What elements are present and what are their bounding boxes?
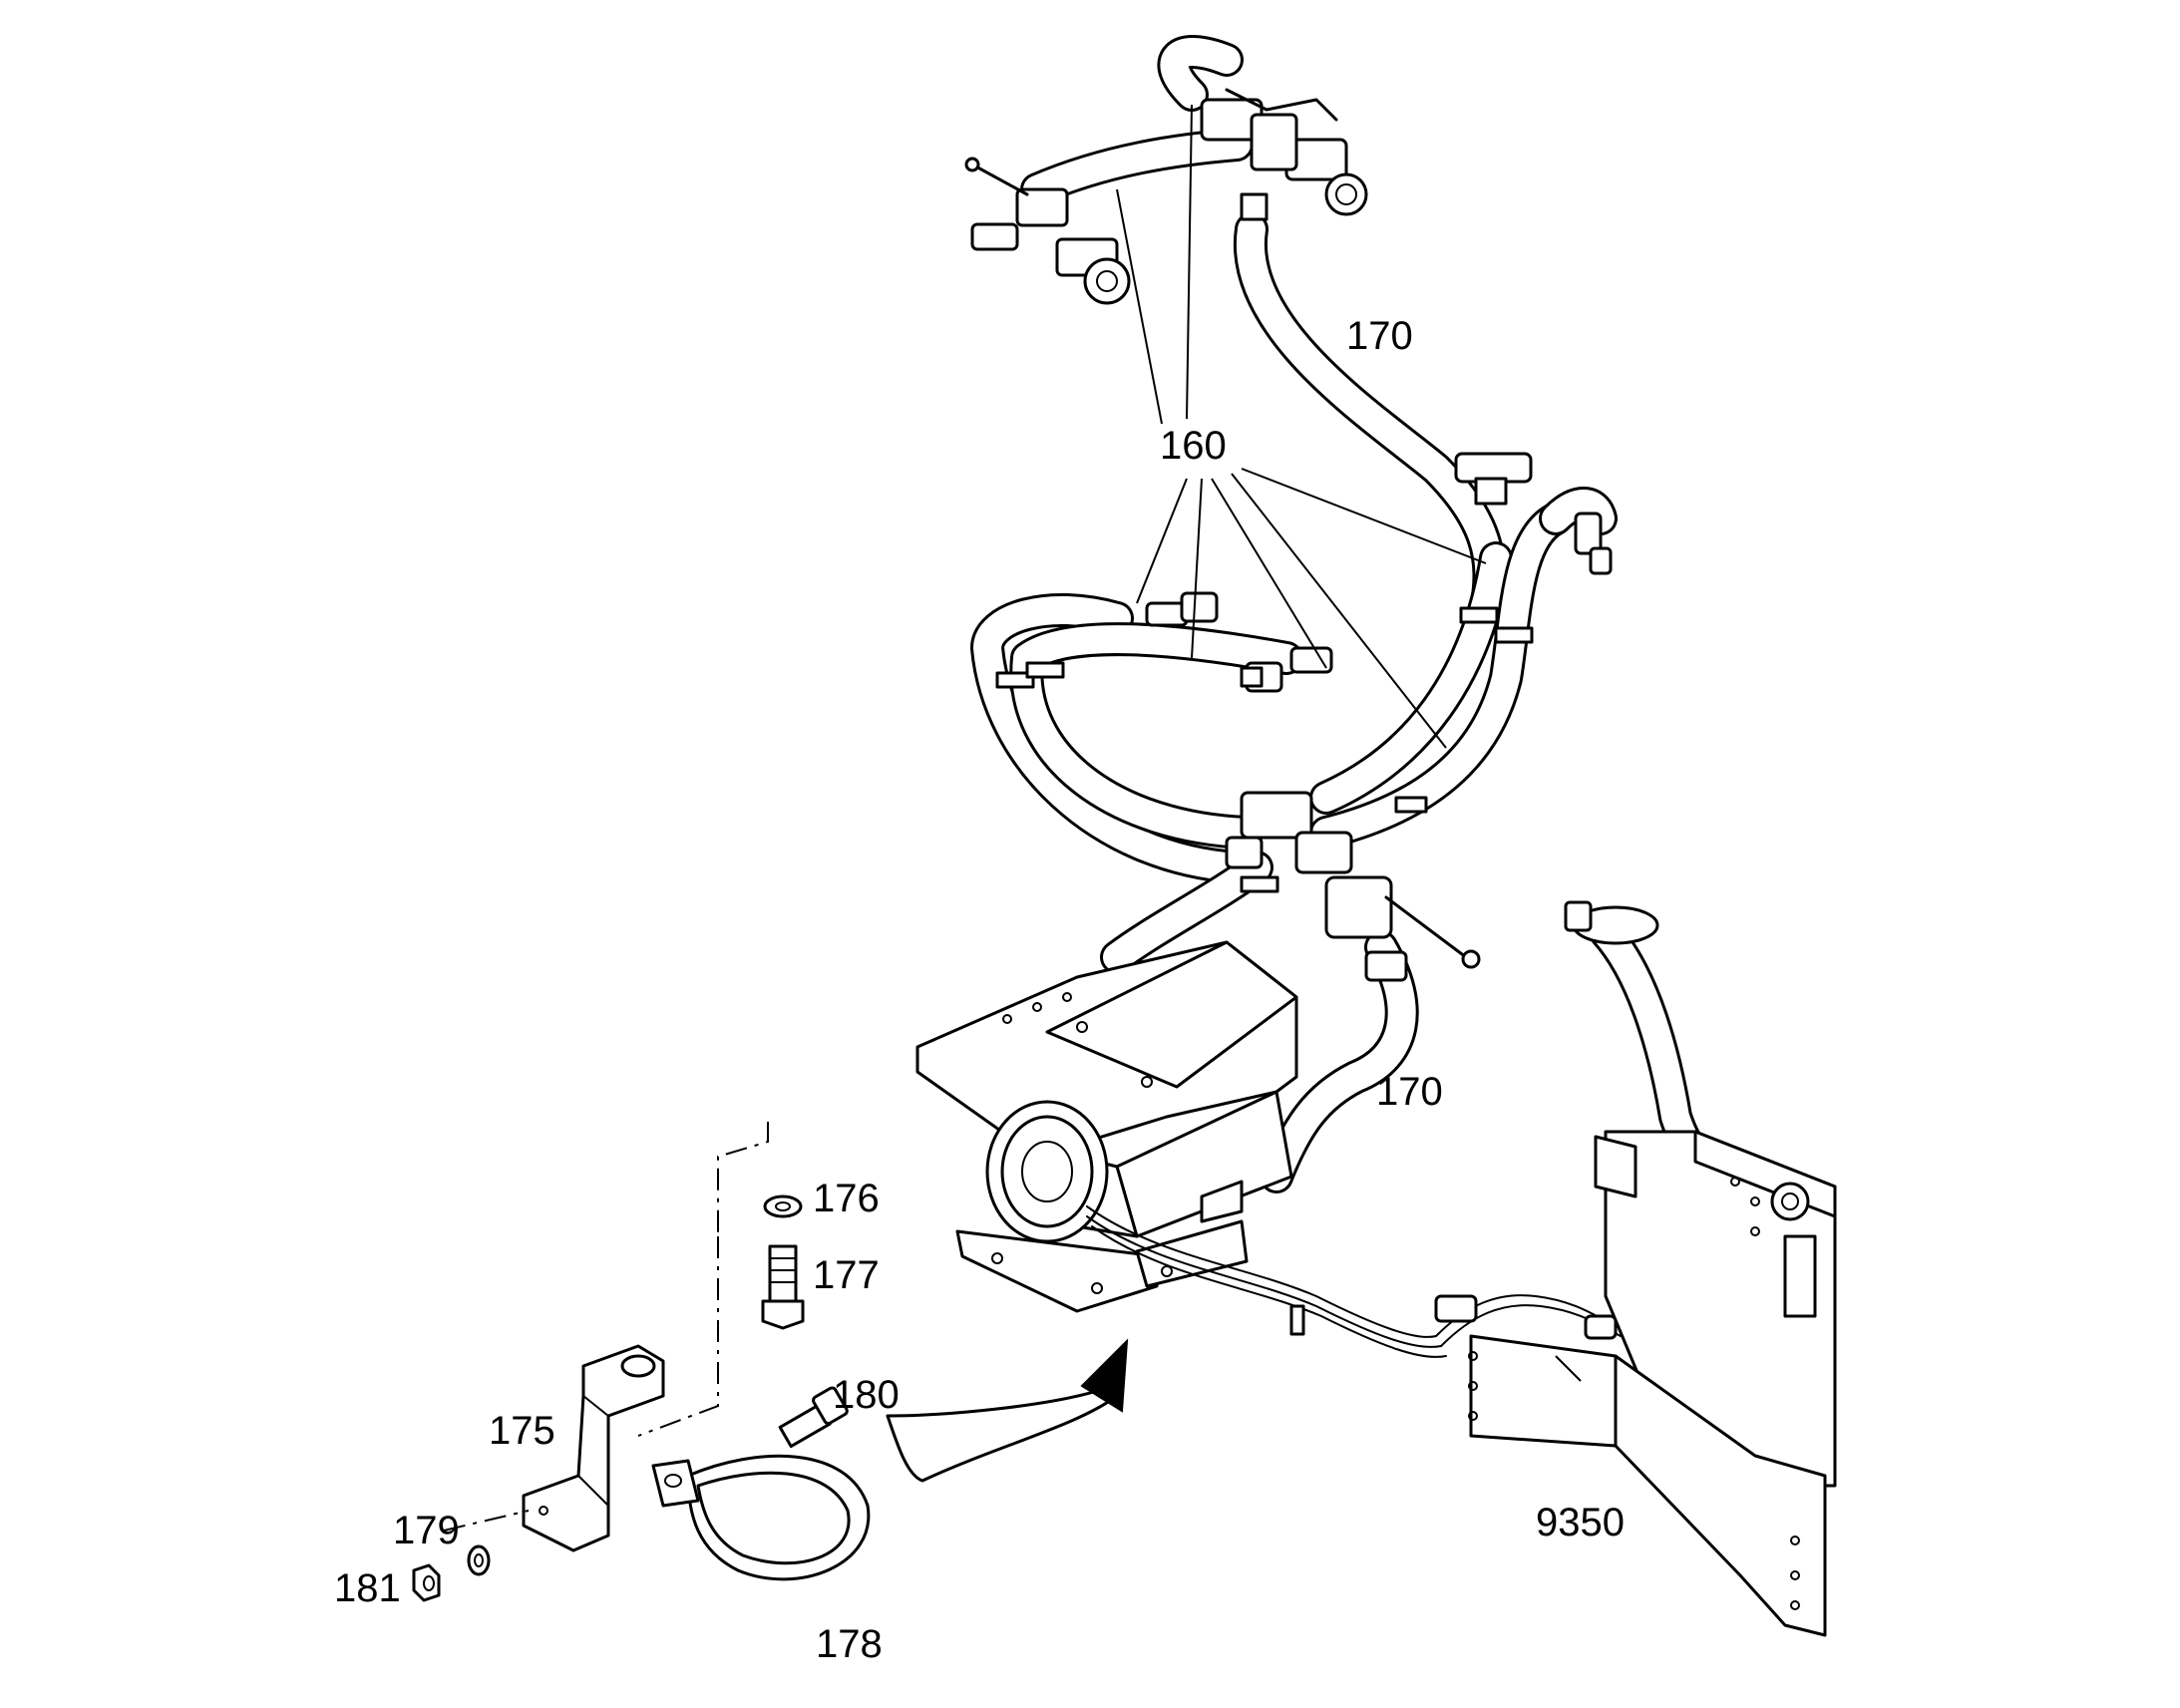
callout-175: 175 xyxy=(489,1409,555,1453)
callout-labels: 160 170 170 176 177 180 175 179 181 178 … xyxy=(334,314,1625,1666)
callout-177: 177 xyxy=(813,1253,880,1297)
screw-180 xyxy=(778,1386,849,1449)
callout-180: 180 xyxy=(833,1373,900,1417)
bolt-177 xyxy=(761,1244,805,1330)
coolant-tank xyxy=(1468,900,1837,1637)
callout-181: 181 xyxy=(334,1566,401,1610)
washer-179 xyxy=(467,1544,491,1576)
valve-block-top xyxy=(964,88,1368,305)
heater-unit xyxy=(915,940,1298,1313)
nut-181 xyxy=(412,1563,441,1602)
callout-170-bottom: 170 xyxy=(1376,1070,1443,1114)
fittings-right xyxy=(1454,452,1613,575)
junction-fittings xyxy=(1225,791,1481,982)
mounting-bracket xyxy=(443,1122,769,1552)
fittings-left xyxy=(1145,591,1333,693)
callout-178: 178 xyxy=(816,1622,883,1666)
leader-lines xyxy=(1116,104,1582,1382)
callout-9350: 9350 xyxy=(1536,1501,1625,1544)
callout-179: 179 xyxy=(393,1509,460,1552)
p-clamp-178 xyxy=(651,1454,871,1581)
callout-170-top: 170 xyxy=(1346,314,1413,358)
mounting-arrow xyxy=(886,1338,1129,1483)
hose-assembly xyxy=(970,35,1618,1194)
callout-160: 160 xyxy=(1160,424,1227,468)
callout-176: 176 xyxy=(813,1177,880,1220)
wiring-harness xyxy=(1086,1205,1622,1358)
washer-176 xyxy=(763,1195,803,1218)
